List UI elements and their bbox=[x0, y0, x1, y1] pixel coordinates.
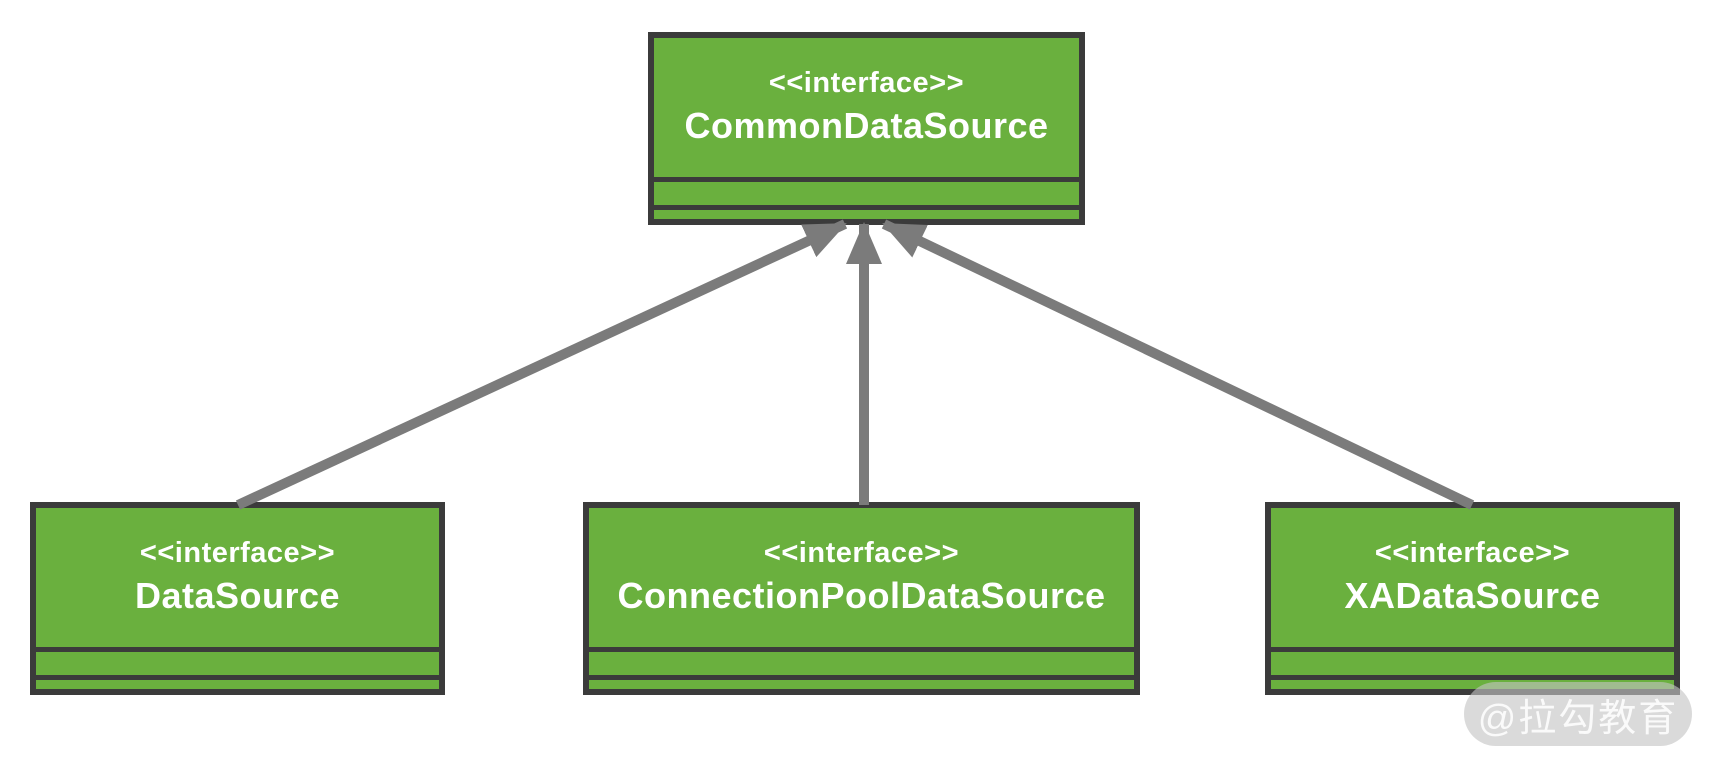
class-name-label: ConnectionPoolDataSource bbox=[617, 574, 1106, 616]
stereotype-label: <<interface>> bbox=[139, 537, 336, 570]
class-title-compartment: <<interface>> ConnectionPoolDataSource bbox=[589, 508, 1134, 647]
class-title-compartment: <<interface>> CommonDataSource bbox=[654, 38, 1079, 177]
methods-compartment bbox=[654, 205, 1079, 219]
methods-compartment bbox=[36, 675, 439, 689]
class-title-compartment: <<interface>> DataSource bbox=[36, 508, 439, 647]
attributes-compartment bbox=[589, 647, 1134, 675]
methods-compartment bbox=[589, 675, 1134, 689]
attributes-compartment bbox=[654, 177, 1079, 205]
watermark-badge: @拉勾教育 bbox=[1464, 682, 1692, 746]
attributes-compartment bbox=[36, 647, 439, 675]
edge-datasource-to-commondatasource bbox=[235, 219, 848, 510]
attributes-compartment bbox=[1271, 647, 1674, 675]
class-box-data-source: <<interface>> DataSource bbox=[30, 502, 445, 695]
class-name-label: XADataSource bbox=[1344, 574, 1601, 616]
class-name-label: CommonDataSource bbox=[684, 104, 1049, 146]
class-box-connection-pool-data-source: <<interface>> ConnectionPoolDataSource bbox=[583, 502, 1140, 695]
watermark-text: @拉勾教育 bbox=[1477, 697, 1679, 740]
class-box-xa-data-source: <<interface>> XADataSource bbox=[1265, 502, 1680, 695]
stereotype-label: <<interface>> bbox=[1374, 537, 1571, 570]
edge-xadatasource-to-commondatasource bbox=[881, 219, 1475, 510]
class-box-common-data-source: <<interface>> CommonDataSource bbox=[648, 32, 1085, 225]
stereotype-label: <<interface>> bbox=[768, 67, 965, 100]
class-title-compartment: <<interface>> XADataSource bbox=[1271, 508, 1674, 647]
stereotype-label: <<interface>> bbox=[763, 537, 960, 570]
class-name-label: DataSource bbox=[134, 574, 341, 616]
